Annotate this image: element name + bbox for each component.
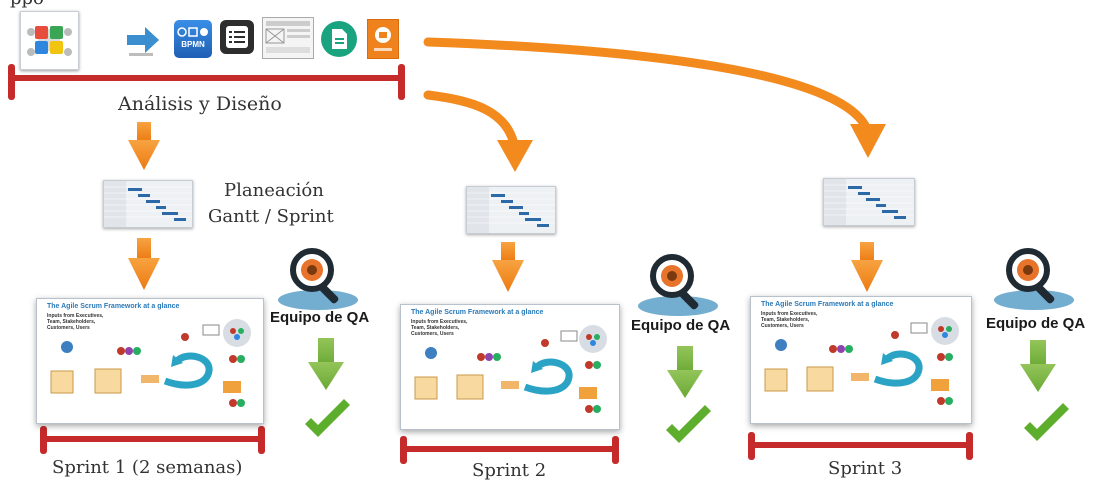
analysis-label: Análisis y Diseño bbox=[118, 93, 282, 115]
qa-magnifier-icon-3 bbox=[994, 248, 1074, 310]
qa-magnifier-icon-1 bbox=[278, 248, 358, 310]
qa-label-1: Equipo de QA bbox=[270, 309, 370, 326]
gantt-chart-3 bbox=[823, 178, 915, 226]
arrow-plan-to-sprint2 bbox=[492, 242, 524, 292]
qa-label-3: Equipo de QA bbox=[986, 315, 1086, 332]
planning-label-line1: Planeación bbox=[224, 180, 324, 201]
curved-arrow-sprint2 bbox=[423, 90, 533, 172]
sprint3-bracket bbox=[748, 432, 973, 460]
scrum-framework-card-2: The Agile Scrum Framework at a glance In… bbox=[400, 304, 620, 430]
scrum-card-inputs: Inputs from Executives, Team, Stakeholde… bbox=[761, 311, 818, 329]
office-doc-icon bbox=[367, 19, 399, 59]
sprint1-bracket bbox=[40, 426, 265, 454]
sprint-3-label: Sprint 3 bbox=[828, 458, 903, 479]
right-arrow-icon bbox=[127, 27, 159, 56]
sprint-2-label: Sprint 2 bbox=[472, 460, 547, 481]
top-partial-text: ppo bbox=[10, 0, 44, 9]
qa-arrow-3 bbox=[1020, 340, 1056, 392]
scrum-card-inputs: Inputs from Executives, Team, Stakeholde… bbox=[47, 313, 104, 331]
qa-arrow-2 bbox=[667, 346, 703, 398]
planning-label-line2: Gantt / Sprint bbox=[208, 206, 334, 227]
qa-magnifier-icon-2 bbox=[638, 254, 718, 316]
list-icon bbox=[220, 20, 254, 54]
sprint-1-label: Sprint 1 (2 semanas) bbox=[52, 457, 243, 478]
scrum-card-title: The Agile Scrum Framework at a glance bbox=[761, 301, 894, 308]
arrow-plan-to-sprint1 bbox=[128, 238, 160, 290]
scrum-card-title: The Agile Scrum Framework at a glance bbox=[411, 309, 544, 316]
document-icon bbox=[321, 21, 357, 57]
bpmn-icon: BPMN bbox=[174, 20, 212, 58]
analysis-bracket bbox=[8, 64, 405, 100]
team-puzzle-icon bbox=[20, 11, 79, 70]
qa-label-2: Equipo de QA bbox=[631, 317, 731, 334]
scrum-framework-card-1: The Agile Scrum Framework at a glance In… bbox=[36, 298, 264, 424]
scrum-card-inputs: Inputs from Executives, Team, Stakeholde… bbox=[411, 319, 468, 337]
check-icon-1 bbox=[305, 399, 350, 437]
arrow-plan-to-sprint3 bbox=[851, 242, 883, 292]
wireframe-icon bbox=[262, 17, 314, 59]
qa-arrow-1 bbox=[308, 338, 344, 390]
check-icon-2 bbox=[666, 405, 711, 443]
check-icon-3 bbox=[1024, 403, 1069, 441]
gantt-chart-1 bbox=[103, 180, 193, 228]
scrum-framework-card-3: The Agile Scrum Framework at a glance In… bbox=[750, 296, 972, 424]
gantt-chart-2 bbox=[466, 186, 556, 234]
curved-arrow-sprint3 bbox=[423, 37, 886, 158]
scrum-card-title: The Agile Scrum Framework at a glance bbox=[47, 303, 180, 310]
sprint2-bracket bbox=[400, 436, 619, 464]
arrow-analysis-to-plan bbox=[128, 122, 160, 170]
